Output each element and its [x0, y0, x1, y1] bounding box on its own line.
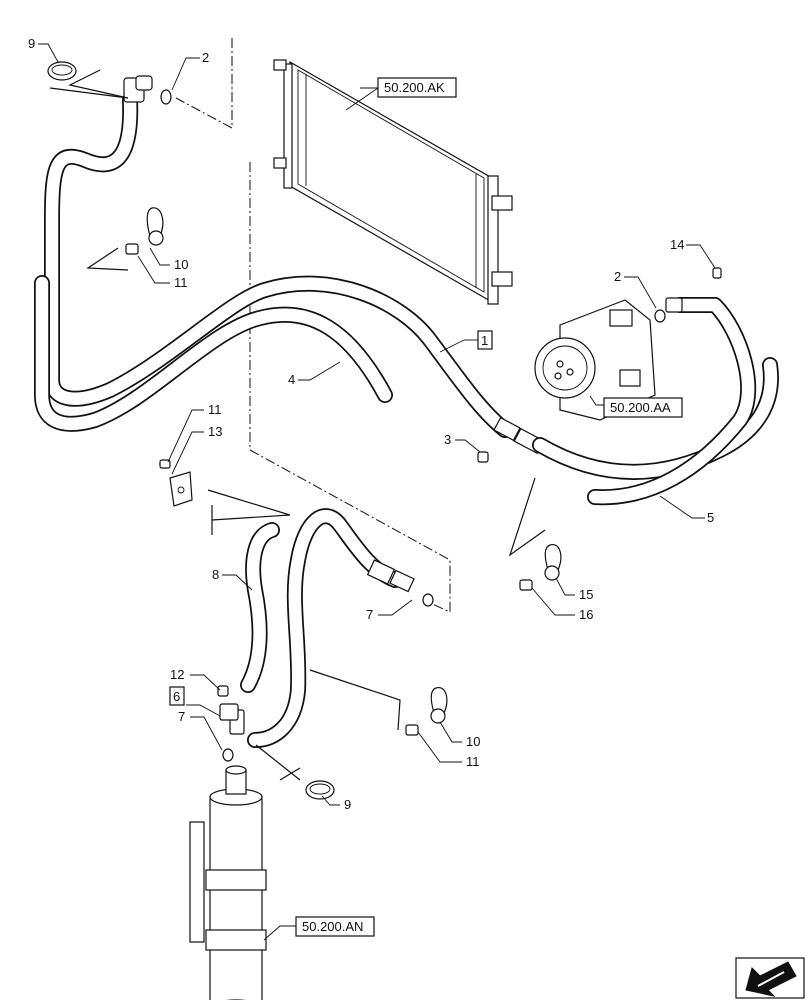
callout-15: 15 — [579, 587, 593, 602]
hose-5 — [532, 297, 779, 506]
callout-7-mid: 7 — [366, 607, 373, 622]
callout-2-top: 2 — [202, 50, 209, 65]
hose-7 — [247, 508, 415, 748]
washer-2-top — [160, 89, 172, 105]
callout-8: 8 — [212, 567, 219, 582]
hose-8 — [240, 522, 280, 693]
bracket-13 — [159, 459, 193, 507]
clamp-low — [405, 687, 448, 736]
bolt-12 — [217, 685, 229, 697]
leader-lines — [38, 43, 716, 941]
break-lines — [49, 69, 546, 781]
boxed-labels: 50.200.AK 1 50.200.AA 6 50.200.AN — [169, 77, 683, 937]
item-box-1: 1 — [481, 333, 488, 348]
callout-10-low: 10 — [466, 734, 480, 749]
screw-14 — [712, 267, 722, 279]
callout-7-low: 7 — [178, 709, 185, 724]
o-ring-9-low — [305, 780, 335, 800]
condenser — [273, 59, 513, 305]
hose-1 — [34, 75, 545, 455]
compressor — [534, 299, 656, 421]
callout-9-top: 9 — [28, 36, 35, 51]
callout-numbers: 9 2 10 11 4 14 2 3 5 11 13 8 7 15 16 12 … — [28, 36, 714, 812]
callout-2-right: 2 — [614, 269, 621, 284]
item-box-6: 6 — [173, 689, 180, 704]
o-ring-9-top — [47, 61, 77, 81]
callout-13: 13 — [208, 424, 222, 439]
callout-14: 14 — [670, 237, 684, 252]
receiver-drier — [189, 703, 267, 1000]
callout-11-mid: 11 — [208, 402, 222, 417]
washer-7-mid — [422, 593, 434, 607]
clamp-mid-right — [519, 544, 562, 591]
callout-4: 4 — [288, 372, 295, 387]
ref-50-200-ak: 50.200.AK — [384, 80, 445, 95]
arrow-left-down-icon[interactable] — [735, 957, 805, 999]
ref-50-200-aa: 50.200.AA — [610, 400, 671, 415]
callout-16: 16 — [579, 607, 593, 622]
washer-2-right — [654, 309, 666, 323]
callout-10-top: 10 — [174, 257, 188, 272]
callout-11-top: 11 — [174, 275, 188, 290]
callout-9-low: 9 — [344, 797, 351, 812]
plug-3 — [477, 451, 489, 463]
callout-5: 5 — [707, 510, 714, 525]
dash-leaders — [175, 38, 451, 613]
ref-50-200-an: 50.200.AN — [302, 919, 363, 934]
clamp-top — [125, 207, 164, 255]
callout-11-low: 11 — [466, 754, 480, 769]
callout-3: 3 — [444, 432, 451, 447]
washer-7-low — [222, 748, 234, 762]
callout-12: 12 — [170, 667, 184, 682]
